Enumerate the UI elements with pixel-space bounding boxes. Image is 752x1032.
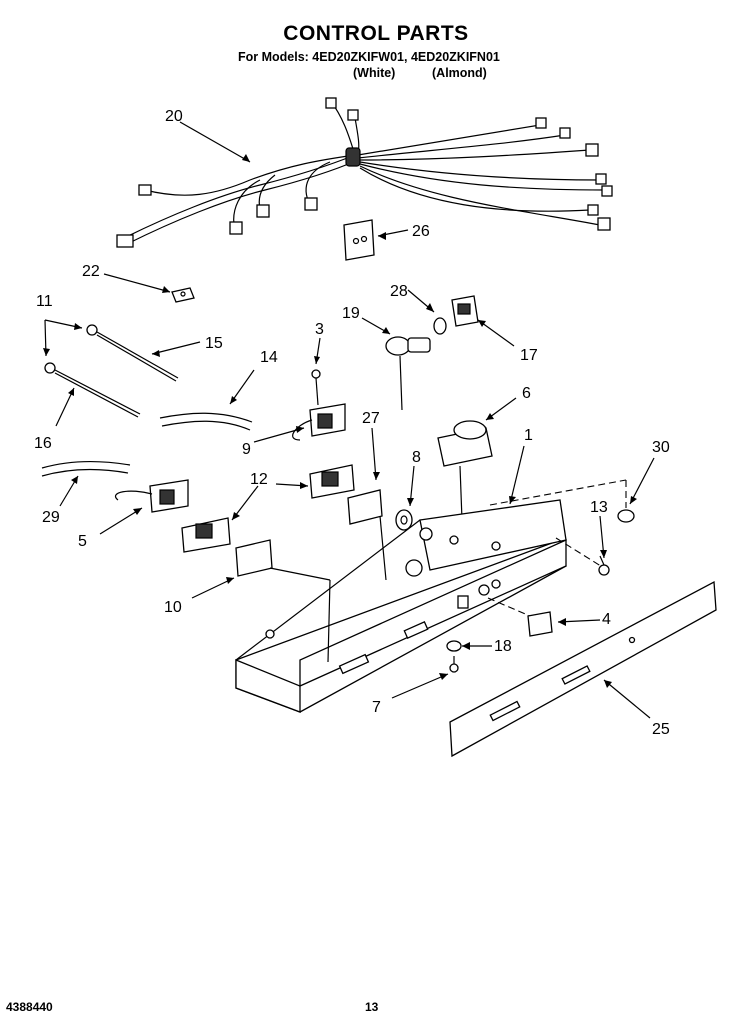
callout-13: 13 xyxy=(590,499,608,516)
callout-19: 19 xyxy=(342,305,360,322)
screw-7 xyxy=(449,656,459,673)
switch-5 xyxy=(115,479,189,513)
callout-10: 10 xyxy=(164,599,182,616)
leader-lines xyxy=(43,121,655,719)
switch-9 xyxy=(292,369,346,441)
color-white-label: (White) xyxy=(353,66,396,80)
callout-5: 5 xyxy=(78,533,87,550)
color-almond-label: (Almond) xyxy=(432,66,487,80)
callout-22: 22 xyxy=(82,263,100,280)
callout-6: 6 xyxy=(522,385,531,402)
control-housing-1 xyxy=(235,479,627,713)
callout-29: 29 xyxy=(42,509,60,526)
callout-4: 4 xyxy=(602,611,611,628)
callout-18: 18 xyxy=(494,638,512,655)
tube-29 xyxy=(41,460,131,469)
tube-14 xyxy=(159,412,253,423)
switch-12-upper xyxy=(309,464,355,499)
callout-9: 9 xyxy=(242,441,251,458)
washer-18 xyxy=(446,640,462,652)
panel-25 xyxy=(449,580,717,758)
part-4 xyxy=(527,611,553,637)
page-number: 13 xyxy=(365,1000,379,1014)
part-30 xyxy=(617,480,635,523)
page-title: CONTROL PARTS xyxy=(283,22,469,45)
callout-7: 7 xyxy=(372,699,381,716)
callout-11: 11 xyxy=(36,293,53,310)
callout-16: 16 xyxy=(34,435,52,452)
models-line: For Models: 4ED20ZKIFW01, 4ED20ZKIFN01 xyxy=(238,50,500,64)
callout-26: 26 xyxy=(412,223,430,240)
wiring-harness xyxy=(116,97,613,248)
callout-8: 8 xyxy=(412,449,421,466)
callout-20: 20 xyxy=(165,108,183,125)
callout-12: 12 xyxy=(250,471,268,488)
grommet-8 xyxy=(395,509,413,531)
callout-28: 28 xyxy=(390,283,408,300)
callout-15: 15 xyxy=(205,335,223,352)
callout-14: 14 xyxy=(260,349,278,366)
bulb-assembly xyxy=(385,295,479,411)
callout-1: 1 xyxy=(524,427,533,444)
plate-26 xyxy=(343,219,375,261)
switch-12-lower xyxy=(181,517,231,553)
label-10 xyxy=(235,539,273,577)
doc-number: 4388440 xyxy=(6,1000,53,1014)
callout-3: 3 xyxy=(315,321,324,338)
sensor-rods xyxy=(44,324,179,418)
screw-13 xyxy=(598,555,610,576)
callout-25: 25 xyxy=(652,721,670,738)
callout-17: 17 xyxy=(520,347,538,364)
clip-22 xyxy=(171,287,195,303)
callout-27: 27 xyxy=(362,410,380,427)
label-27 xyxy=(347,489,383,525)
callout-30: 30 xyxy=(652,439,670,456)
thermostat-6 xyxy=(437,420,493,521)
